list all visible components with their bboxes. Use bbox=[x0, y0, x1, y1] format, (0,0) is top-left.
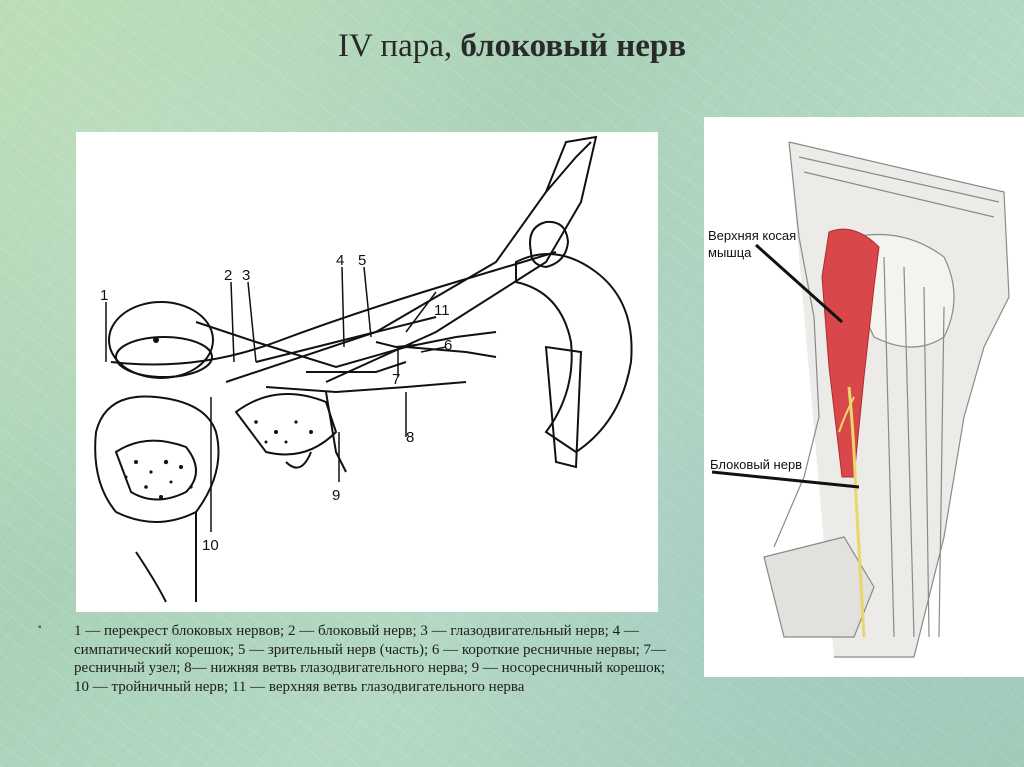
trochlear-nerve-shape bbox=[847, 386, 866, 638]
label-6: 6 bbox=[444, 337, 452, 354]
superior-oblique-muscle-shape bbox=[821, 228, 880, 478]
label-superior-oblique-1: Верхняя косая bbox=[708, 228, 796, 243]
label-7: 7 bbox=[392, 371, 400, 388]
anatomy-illustration-right: Верхняя косая мышца Блоковый нерв bbox=[704, 117, 1024, 677]
label-11: 11 bbox=[434, 302, 450, 319]
slide-title: IV пара, блоковый нерв bbox=[0, 28, 1024, 65]
label-superior-oblique-2: мышца bbox=[708, 245, 752, 260]
anatomy-drawing-right: Верхняя косая мышца Блоковый нерв bbox=[708, 141, 1010, 658]
anatomy-diagram-left: 1 2 3 4 5 6 7 8 9 10 11 bbox=[76, 132, 658, 612]
title-prefix: IV пара, bbox=[337, 28, 461, 64]
figure-caption: 1 — перекрест блоковых нервов; 2 — блоко… bbox=[74, 623, 667, 695]
label-2: 2 bbox=[224, 267, 232, 284]
anatomy-drawing-left: 1 2 3 4 5 6 7 8 9 10 11 bbox=[94, 135, 633, 603]
label-5: 5 bbox=[358, 252, 366, 269]
label-4: 4 bbox=[336, 252, 344, 269]
label-10: 10 bbox=[202, 537, 219, 554]
label-8: 8 bbox=[406, 429, 414, 446]
label-1: 1 bbox=[100, 287, 108, 304]
label-9: 9 bbox=[332, 487, 340, 504]
caption-bullet: ▪ bbox=[38, 622, 42, 633]
title-bold: блоковый нерв bbox=[460, 28, 687, 64]
label-3: 3 bbox=[242, 267, 250, 284]
label-trochlear-nerve: Блоковый нерв bbox=[710, 457, 802, 472]
